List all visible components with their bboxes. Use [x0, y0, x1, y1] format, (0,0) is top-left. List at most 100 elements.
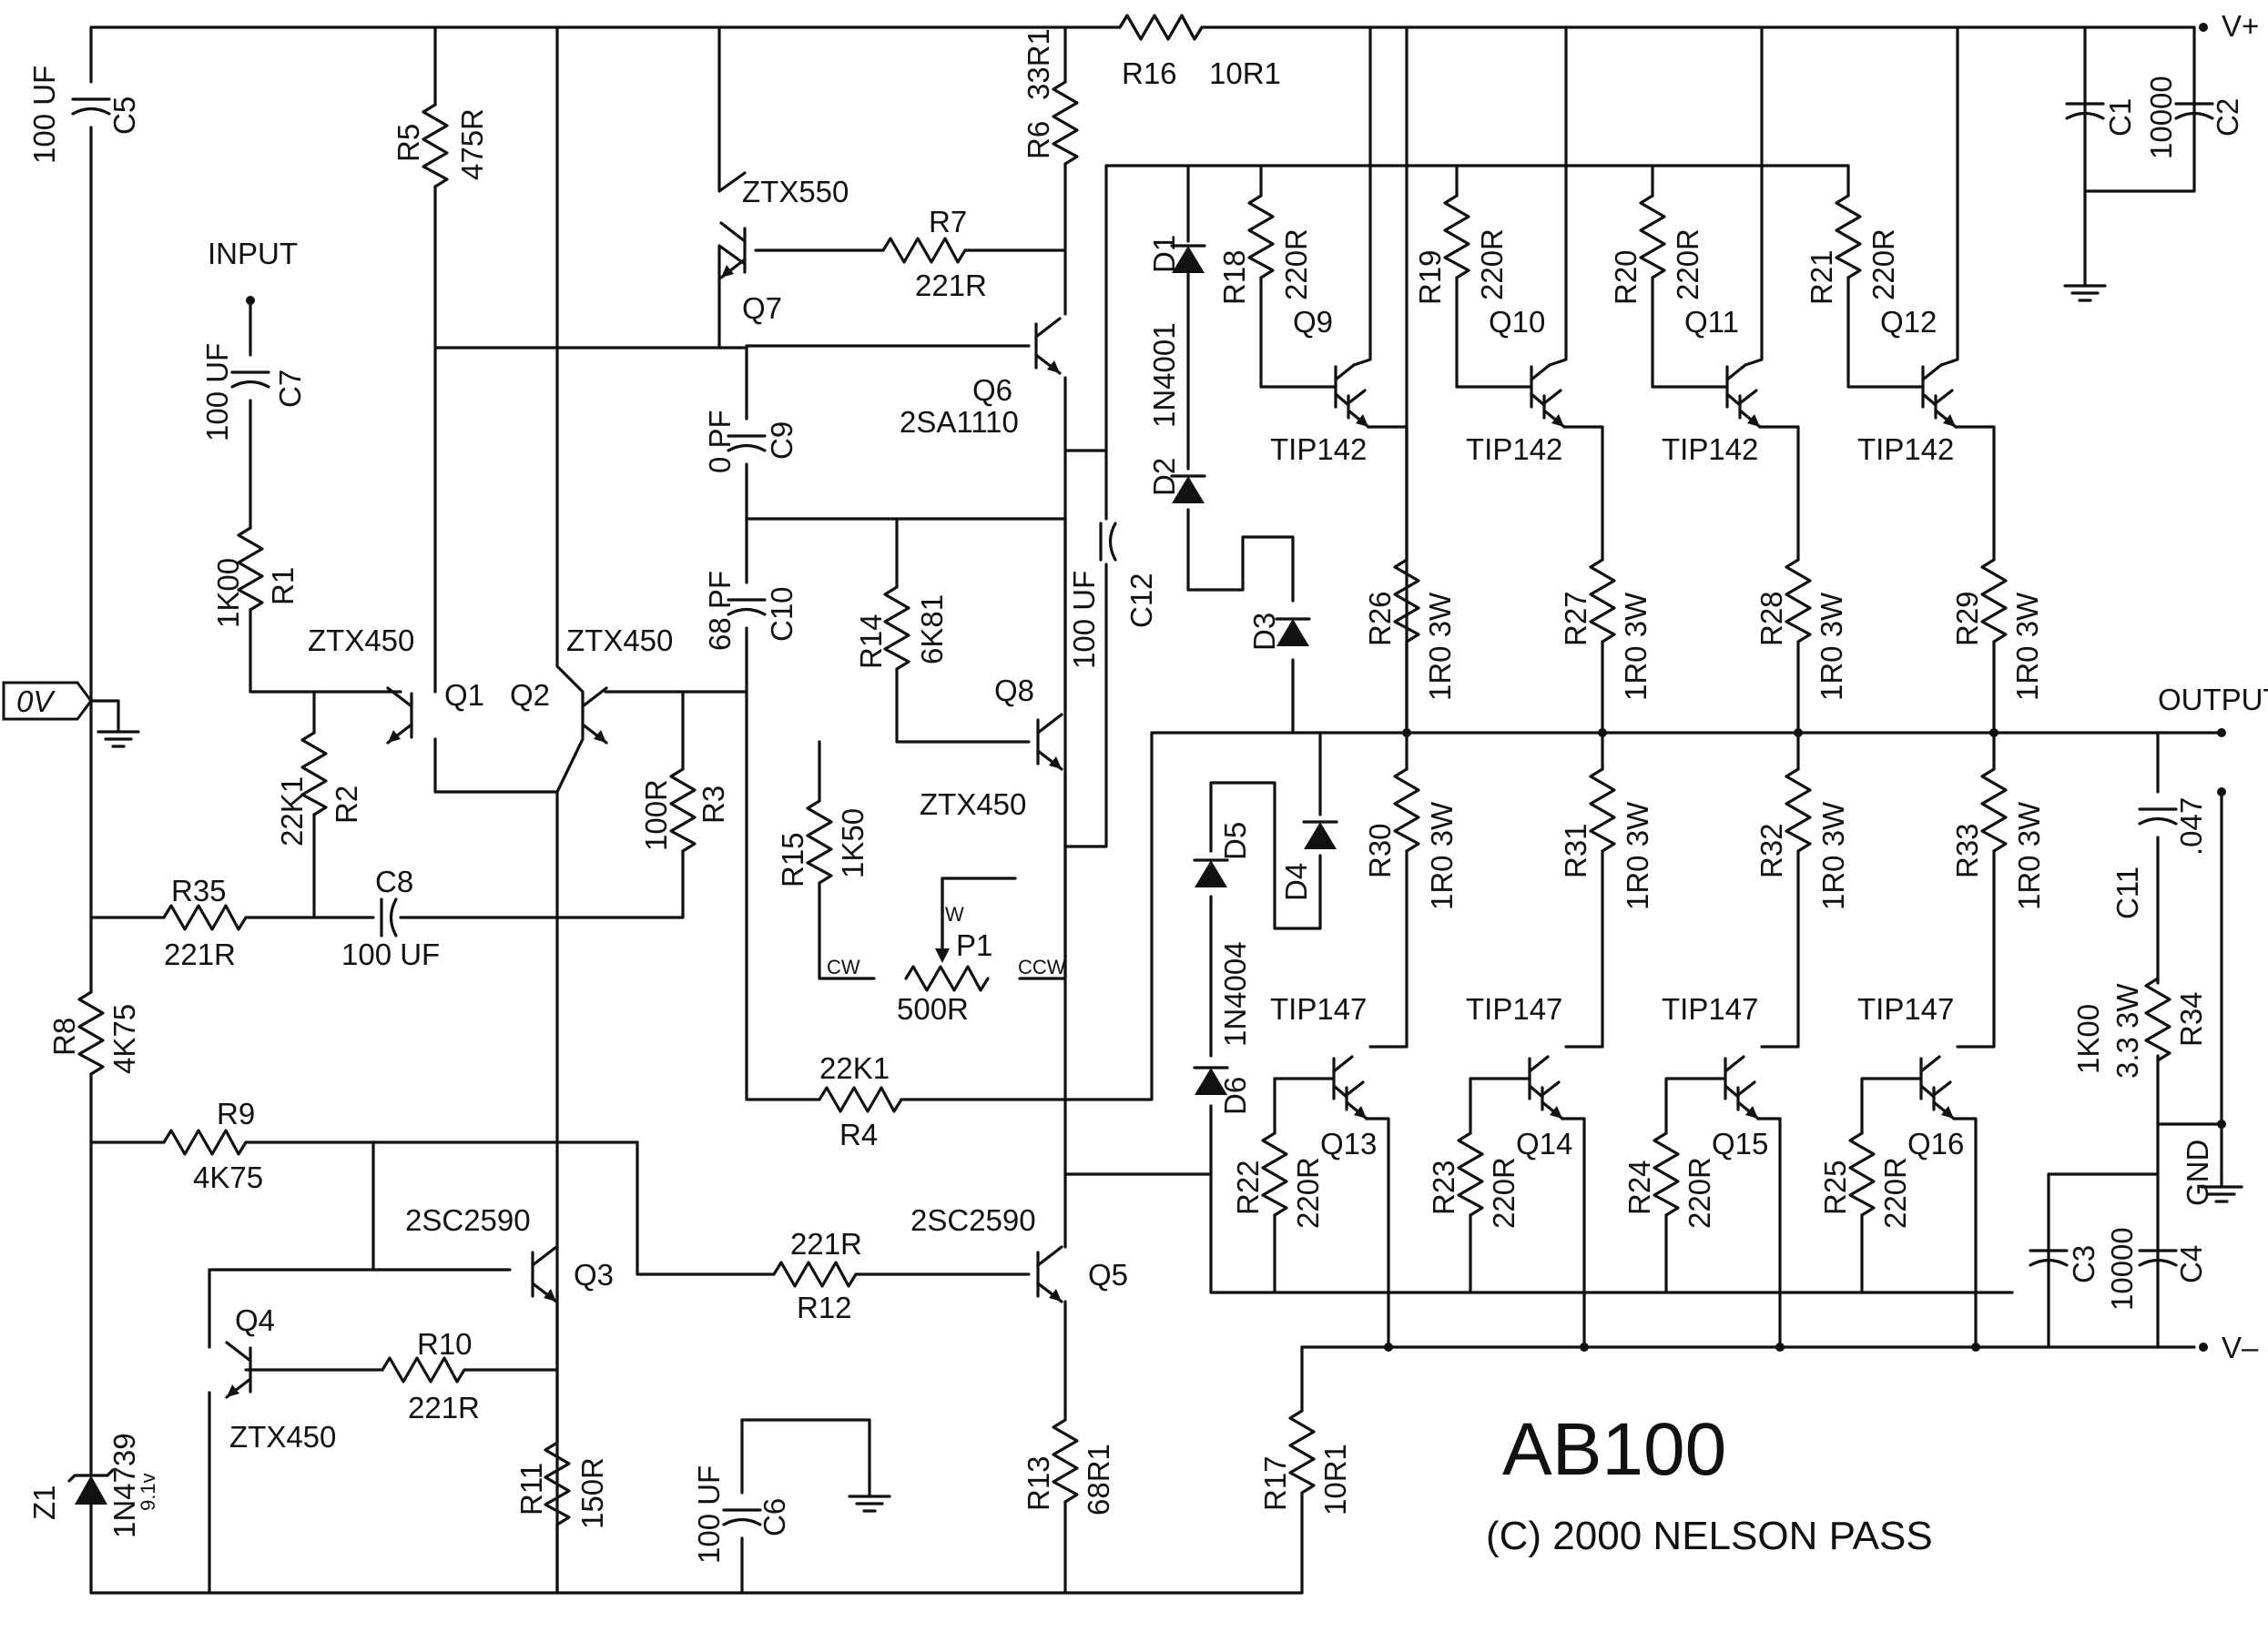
vminus-label: V–: [2222, 1331, 2259, 1364]
zero-v-tag: [2, 681, 93, 721]
Q14-symbol: [1528, 1055, 1564, 1120]
schematic-title: AB100: [1502, 1408, 1726, 1491]
R22-value: 220R: [1291, 1157, 1325, 1229]
Q11-ref: Q11: [1684, 305, 1739, 339]
C1-ref: C1: [2103, 98, 2137, 137]
Q10-symbol: [1530, 363, 1566, 429]
C4-ref: C4: [2174, 1245, 2208, 1283]
C6-value: 100 UF: [692, 1465, 726, 1564]
R12-ref: R12: [797, 1291, 852, 1324]
R18-symbol: [1247, 194, 1275, 279]
R5-value: 475R: [455, 108, 489, 180]
R35-ref: R35: [171, 874, 227, 907]
P1-symbol: [904, 965, 990, 992]
R4-value: 22K1: [819, 1051, 890, 1085]
R6-symbol: [1052, 80, 1079, 166]
D5-ref: D5: [1218, 822, 1252, 860]
C9-value: 0 PF: [703, 410, 737, 473]
Q2-symbol: [581, 686, 608, 745]
vplus-terminal-icon: [2199, 23, 2208, 32]
C11-symbol: [2138, 807, 2178, 826]
Q9-symbol: [1334, 363, 1370, 429]
R7-symbol: [881, 237, 967, 264]
Q11-part: TIP142: [1662, 432, 1758, 466]
P1-pin-ccw: CCW: [1018, 956, 1066, 978]
R21-symbol: [1835, 194, 1862, 279]
Q1-symbol: [386, 686, 413, 745]
Q8-part: ZTX450: [920, 787, 1026, 821]
ground-c1-icon: [2063, 271, 2107, 302]
D12-part: 1N4001: [1147, 322, 1181, 428]
Q3-part: 2SC2590: [405, 1203, 531, 1237]
R35-symbol: [162, 904, 248, 931]
R10-ref: R10: [417, 1327, 473, 1361]
R20-symbol: [1639, 194, 1666, 279]
D5-symbol: [1193, 858, 1229, 889]
D4-ref: D4: [1279, 863, 1313, 901]
Q12-part: TIP142: [1857, 432, 1954, 466]
R19-ref: R19: [1413, 249, 1447, 305]
Z1-voltage: 9.1v: [137, 1473, 159, 1511]
Z1-part: 1N4739: [107, 1433, 141, 1538]
Q2-ref: Q2: [510, 678, 550, 712]
Q7-part: ZTX550: [742, 175, 849, 208]
R12-value: 221R: [790, 1227, 862, 1261]
R23-symbol: [1457, 1131, 1484, 1217]
Q2-part: ZTX450: [566, 623, 673, 657]
R13-symbol: [1052, 1418, 1079, 1504]
P1-value: 500R: [897, 992, 969, 1026]
C2-ref: C2: [2211, 98, 2244, 137]
R30-value: 1R0 3W: [1425, 801, 1459, 910]
ground-c6-icon: [848, 1482, 891, 1513]
components: [2, 14, 2243, 1526]
output-label: OUTPUT: [2158, 683, 2268, 716]
R35-value: 221R: [164, 938, 236, 971]
R29-value: 1R0 3W: [2010, 592, 2044, 701]
R5-ref: R5: [392, 124, 425, 162]
R7-value: 221R: [915, 269, 987, 302]
R6-ref: R6: [1022, 121, 1055, 159]
P1-pin-cw: CW: [827, 956, 860, 978]
Q9-part: TIP142: [1270, 432, 1367, 466]
Q13-symbol: [1332, 1055, 1368, 1120]
R14-value: 6K81: [915, 594, 949, 664]
C10-ref: C10: [765, 586, 798, 642]
R26-value: 1R0 3W: [1423, 592, 1457, 701]
R20-ref: R20: [1609, 249, 1643, 305]
R3-value: 100R: [639, 779, 673, 851]
R5-symbol: [422, 103, 449, 188]
labels: V+ V– OUTPUT INPUT 0V GND R16 10R1 100 U…: [16, 9, 2268, 1564]
C5-ref: C5: [107, 96, 141, 135]
R27-ref: R27: [1559, 591, 1592, 646]
R13-ref: R13: [1022, 1455, 1055, 1511]
vplus-label: V+: [2222, 9, 2259, 43]
Q4-part: ZTX450: [229, 1420, 336, 1454]
R20-value: 220R: [1671, 228, 1704, 300]
R15-value: 1K50: [836, 808, 870, 878]
R9-ref: R9: [217, 1097, 255, 1130]
Q5-part: 2SC2590: [910, 1203, 1036, 1237]
R24-symbol: [1653, 1131, 1680, 1217]
R31-ref: R31: [1559, 823, 1592, 878]
C3-value: 10000: [2105, 1227, 2139, 1311]
R30-ref: R30: [1363, 823, 1397, 878]
Z1-ref: Z1: [27, 1485, 61, 1520]
Q5-ref: Q5: [1088, 1258, 1128, 1292]
C12-symbol: [1099, 522, 1117, 562]
input-terminal-icon: [246, 296, 255, 305]
D3-symbol: [1275, 617, 1311, 648]
R32-symbol: [1785, 767, 1812, 853]
D56-part: 1N4004: [1218, 941, 1252, 1047]
input-label: INPUT: [208, 237, 298, 270]
D1-ref: D1: [1147, 235, 1181, 273]
C5-value: 100 UF: [27, 66, 61, 164]
R34-symbol: [2144, 977, 2171, 1062]
R22-symbol: [1261, 1131, 1288, 1217]
R15-ref: R15: [776, 832, 809, 887]
R19-symbol: [1443, 194, 1470, 279]
Q9-ref: Q9: [1293, 305, 1333, 339]
